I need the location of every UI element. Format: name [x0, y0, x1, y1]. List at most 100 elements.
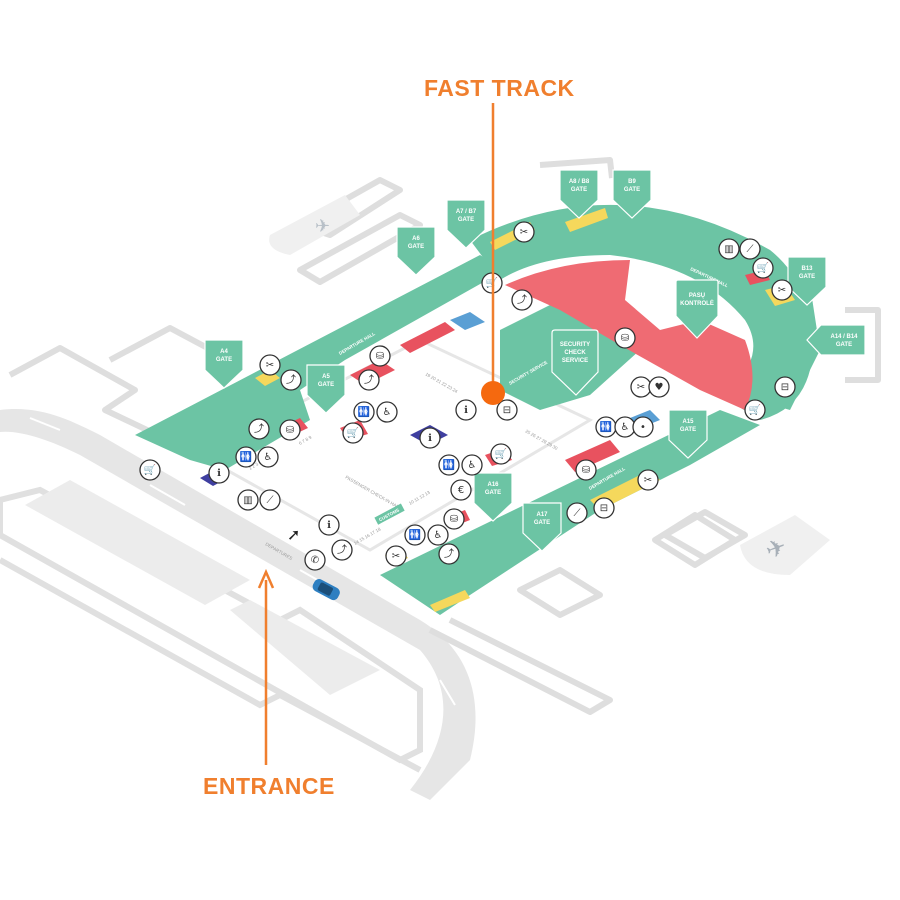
luggage-icon: ⊟	[496, 399, 518, 421]
escalator-icon: ⤴	[280, 369, 302, 391]
svg-text:KONTROLĖ: KONTROLĖ	[680, 300, 714, 307]
pier-right	[740, 285, 820, 410]
restaurant-icon: ✂	[771, 279, 793, 301]
fast-track-location-dot	[481, 381, 505, 405]
car-icon	[312, 579, 340, 601]
gate-pin-shape	[446, 199, 486, 249]
gate-pin-shape	[559, 169, 599, 219]
heart-icon: ♥	[648, 376, 670, 398]
gate-label: GATE	[458, 217, 474, 223]
restaurant-icon: ✂	[637, 469, 659, 491]
svg-text:♿: ♿	[383, 407, 392, 418]
entrance-label: ENTRANCE	[203, 773, 335, 799]
service-icon: •	[632, 416, 654, 438]
toilet-icon: 🚻	[353, 401, 375, 423]
building-walls	[8, 157, 881, 715]
gate-number: A14 / B14	[830, 334, 858, 340]
svg-text:✂: ✂	[520, 227, 528, 238]
security-check-marker[interactable]: SECURITY CHECK SERVICE	[551, 329, 599, 396]
svg-text:CHECK: CHECK	[564, 350, 586, 356]
gate-pin-shape	[306, 364, 346, 414]
gate-number: A17	[536, 512, 548, 518]
svg-text:•: •	[640, 422, 646, 433]
fast-track-label: FAST TRACK	[424, 75, 575, 101]
svg-text:✂: ✂	[637, 382, 645, 393]
info-icon: ℹ	[419, 427, 441, 449]
escalator-icon: ⤴	[248, 418, 270, 440]
svg-text:✂: ✂	[644, 475, 652, 486]
cart-icon: 🛒	[752, 257, 774, 279]
svg-text:🛒: 🛒	[749, 403, 761, 416]
gate-label: GATE	[799, 274, 815, 280]
gate-label: GATE	[836, 342, 852, 348]
accessible-icon: ♿	[461, 454, 483, 476]
gate-pin-shape	[522, 502, 562, 552]
svg-text:ℹ: ℹ	[464, 405, 468, 416]
toilet-icon: 🚻	[404, 524, 426, 546]
parking-lot	[25, 480, 250, 605]
gate-label: GATE	[534, 520, 550, 526]
svg-text:🚻: 🚻	[600, 420, 612, 433]
restaurant-icon: ✂	[630, 376, 652, 398]
svg-text:⊟: ⊟	[600, 503, 608, 514]
gate-number: B9	[628, 179, 636, 185]
svg-text:⤴: ⤴	[444, 547, 454, 560]
gate-pin-shape	[806, 324, 866, 356]
restaurant-icon: ✂	[259, 354, 281, 376]
lower-curb	[0, 557, 422, 773]
svg-text:⟋: ⟋	[267, 495, 274, 506]
info-icon: ℹ	[208, 462, 230, 484]
svg-text:ℹ: ℹ	[217, 468, 221, 479]
gate-number: A4	[220, 349, 228, 355]
gate-pin-shape	[668, 409, 708, 459]
gate-number: A8 / B8	[569, 179, 590, 185]
gate-label: GATE	[680, 427, 696, 433]
cart-icon: 🛒	[342, 422, 364, 444]
svg-text:⛁: ⛁	[450, 514, 458, 525]
gate-label: GATE	[318, 382, 334, 388]
gate-label: GATE	[216, 357, 232, 363]
stairs-icon: ⟋	[259, 489, 281, 511]
entrance-arrowhead-icon	[257, 568, 275, 589]
svg-text:▥: ▥	[724, 244, 733, 255]
shop-icon: ⛁	[443, 508, 465, 530]
info-icon: ℹ	[455, 399, 477, 421]
info-icon: ℹ	[318, 514, 340, 536]
svg-text:♿: ♿	[264, 452, 273, 463]
svg-text:⊟: ⊟	[503, 405, 511, 416]
passport-control-marker[interactable]: PASŲ KONTROLĖ	[675, 279, 719, 339]
svg-text:⊟: ⊟	[781, 382, 789, 393]
cart-icon: 🛒	[490, 443, 512, 465]
toilet-icon: 🚻	[595, 416, 617, 438]
svg-text:SECURITY: SECURITY	[560, 342, 590, 348]
svg-text:🛒: 🛒	[144, 463, 156, 476]
toilet-icon: 🚻	[438, 454, 460, 476]
gate-pin-shape	[612, 169, 652, 219]
restaurant-icon: ✂	[385, 545, 407, 567]
facility-icons: ✂⤴⛁⤴🛒⤴✂⛁▥⟋🛒✂⊟🛒✂♥🚻♿•✂⛁⟋⊟⤴⛁🚻♿🛒🚻♿ℹℹ⊟🛒🚻♿€⛁🚻♿…	[139, 221, 796, 571]
gate-number: A6	[412, 236, 420, 242]
svg-text:▥: ▥	[243, 495, 252, 506]
gate-pin-shape	[204, 339, 244, 389]
lift-icon: ▥	[718, 238, 740, 260]
svg-text:✂: ✂	[266, 360, 274, 371]
accessible-icon: ♿	[427, 524, 449, 546]
toilet-icon: 🚻	[235, 446, 257, 468]
accessible-icon: ♿	[257, 446, 279, 468]
shop-icon: ⛁	[369, 345, 391, 367]
svg-text:🚻: 🚻	[240, 450, 252, 463]
apron-left	[269, 195, 360, 255]
luggage-icon: ⊟	[593, 497, 615, 519]
accessible-icon: ♿	[376, 401, 398, 423]
